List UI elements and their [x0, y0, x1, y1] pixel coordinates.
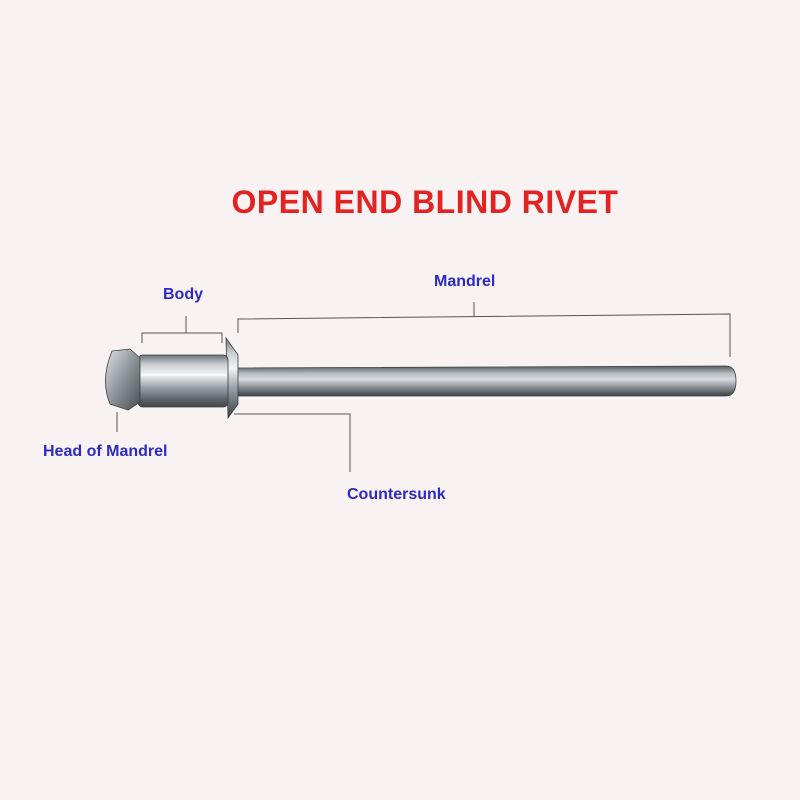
label-mandrel: Mandrel	[434, 273, 496, 290]
label-body: Body	[163, 286, 203, 303]
mandrel	[227, 365, 737, 397]
rivet-body	[137, 354, 229, 408]
label-countersunk: Countersunk	[347, 486, 446, 503]
leader-lines	[116, 302, 731, 472]
label-head-of-mandrel: Head of Mandrel	[43, 443, 168, 460]
mandrel-bracket	[237, 313, 731, 357]
diagram-title: OPEN END BLIND RIVET	[231, 184, 619, 220]
countersunk-leader	[234, 413, 351, 472]
body-bracket	[141, 332, 223, 343]
mandrel-head	[105, 348, 141, 411]
